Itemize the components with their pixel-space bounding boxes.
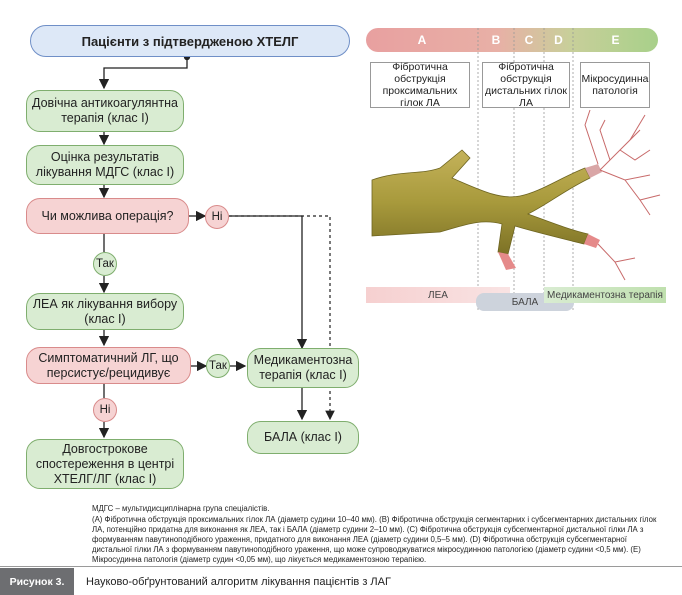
- persistent-ph-node: Симптоматичний ЛГ, що персистує/рецидиву…: [26, 347, 191, 384]
- figure-caption: Науково-обґрунтований алгоритм лікування…: [86, 575, 391, 588]
- figure-label: Рисунок 3.: [0, 568, 74, 595]
- band-lea: ЛЕА: [428, 289, 448, 301]
- footnote-legend: (A) Фібротична обструкція проксимальних …: [92, 515, 657, 564]
- desc-proximal: Фібротична обструкція проксимальних гіло…: [370, 61, 470, 109]
- segment-c: C: [524, 33, 534, 47]
- yes-circle-operable: Так: [93, 252, 117, 276]
- no-circle-persistent: Ні: [93, 398, 117, 422]
- bala-node: БАЛА (клас I): [247, 421, 359, 454]
- operable-question-node: Чи можлива операція?: [26, 198, 189, 234]
- segment-a: A: [417, 33, 427, 47]
- segment-e: E: [611, 33, 620, 47]
- no-circle-operable: Ні: [205, 205, 229, 229]
- footnote-abbrev: МДГС – мультидисциплінарна група спеціал…: [92, 504, 270, 513]
- desc-distal: Фібротична обструкція дистальних гілок Л…: [482, 61, 570, 109]
- start-node: Пацієнти з підтвердженою ХТЕЛГ: [30, 25, 350, 57]
- segment-d: D: [554, 33, 563, 47]
- anticoagulant-node: Довічна антикоагулянтна терапія (клас I): [26, 90, 184, 132]
- longterm-followup-node: Довгострокове спостереження в центрі ХТЕ…: [26, 439, 184, 489]
- band-drug-therapy: Медикаментозна терапія: [547, 289, 663, 301]
- mdgs-eval-node: Оцінка результатів лікування МДГС (клас …: [26, 145, 184, 185]
- drug-therapy-node: Медикаментозна терапія (клас I): [247, 348, 359, 388]
- caption-divider: [0, 566, 682, 567]
- yes-circle-persistent: Так: [206, 354, 230, 378]
- vessel-tree: [371, 109, 661, 281]
- segment-b: B: [491, 33, 501, 47]
- band-bala: БАЛА: [511, 296, 539, 308]
- lea-node: ЛЕА як лікування вибору (клас I): [26, 293, 184, 330]
- desc-microvascular: Мікросудинна патологія: [580, 62, 650, 108]
